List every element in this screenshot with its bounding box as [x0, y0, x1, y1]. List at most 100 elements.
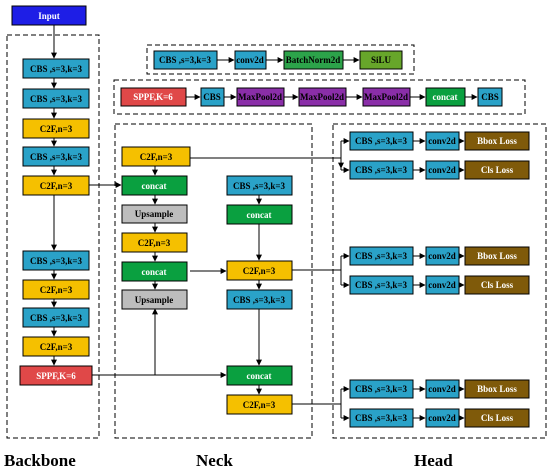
svg-text:Cls Loss: Cls Loss [481, 413, 514, 423]
head3-conv2d-block-a: conv2d [425, 379, 460, 399]
svg-text:CBS ,s=3,k=3: CBS ,s=3,k=3 [233, 295, 286, 305]
svg-text:SPPF,K=6: SPPF,K=6 [133, 92, 173, 102]
head1-cbs-block-a: CBS ,s=3,k=3 [349, 131, 414, 151]
head1-conv2d-block-a: conv2d [425, 131, 460, 151]
backbone-cbs-block-3: CBS ,s=3,k=3 [22, 146, 90, 167]
svg-text:CBS: CBS [203, 92, 221, 102]
head2-bbox-loss-block: Bbox Loss [464, 246, 530, 266]
svg-text:C2F,n=3: C2F,n=3 [40, 342, 73, 352]
neck-cbs-block-1: CBS ,s=3,k=3 [226, 175, 293, 196]
head2-cbs-block-a: CBS ,s=3,k=3 [349, 246, 414, 266]
neck-c2f-block-2: C2F,n=3 [121, 232, 188, 253]
head1-cls-loss-block: Cls Loss [464, 160, 530, 180]
head3-cbs-block-a: CBS ,s=3,k=3 [349, 379, 414, 399]
svg-text:CBS ,s=3,k=3: CBS ,s=3,k=3 [30, 152, 83, 162]
backbone-title: Backbone [4, 451, 76, 470]
svg-text:conv2d: conv2d [428, 165, 456, 175]
svg-text:CBS ,s=3,k=3: CBS ,s=3,k=3 [355, 165, 408, 175]
sppf-definition-maxpool-block-1: MaxPool2d [236, 87, 285, 107]
head1-cbs-block-b: CBS ,s=3,k=3 [349, 160, 414, 180]
svg-text:concat: concat [247, 210, 272, 220]
cbs-definition-frame [146, 44, 415, 75]
backbone-cbs-block-5: CBS ,s=3,k=3 [22, 307, 90, 328]
svg-text:MaxPool2d: MaxPool2d [300, 92, 344, 102]
sppf-definition-sppf-block: SPPF,K=6 [120, 87, 187, 107]
head-title: Head [414, 451, 453, 470]
neck-title: Neck [196, 451, 233, 470]
svg-text:C2F,n=3: C2F,n=3 [243, 266, 276, 276]
svg-text:CBS ,s=3,k=3: CBS ,s=3,k=3 [355, 280, 408, 290]
cbs-definition-cbs-block: CBS ,s=3,k=3 [153, 50, 218, 70]
sppf-definition-cbs-block-2: CBS [477, 87, 503, 107]
svg-text:CBS ,s=3,k=3: CBS ,s=3,k=3 [355, 384, 408, 394]
neck-concat-block-1: concat [121, 175, 188, 196]
backbone-cbs-block-2: CBS ,s=3,k=3 [22, 88, 90, 109]
sppf-definition-concat-block: concat [425, 87, 466, 107]
svg-text:CBS ,s=3,k=3: CBS ,s=3,k=3 [159, 55, 212, 65]
svg-text:Input: Input [38, 11, 60, 21]
svg-text:C2F,n=3: C2F,n=3 [243, 400, 276, 410]
svg-text:BatchNorm2d: BatchNorm2d [286, 55, 341, 65]
svg-text:C2F,n=3: C2F,n=3 [40, 285, 73, 295]
svg-text:concat: concat [247, 371, 272, 381]
backbone-c2f-block-2: C2F,n=3 [22, 175, 90, 196]
svg-text:CBS ,s=3,k=3: CBS ,s=3,k=3 [355, 136, 408, 146]
svg-text:SiLU: SiLU [371, 55, 392, 65]
neck-upsample-block-2: Upsample [121, 289, 188, 310]
backbone-cbs-block-4: CBS ,s=3,k=3 [22, 250, 90, 271]
svg-text:Upsample: Upsample [135, 209, 174, 219]
neck-c2f-block-3: C2F,n=3 [226, 260, 293, 281]
svg-text:concat: concat [142, 267, 167, 277]
svg-text:conv2d: conv2d [428, 384, 456, 394]
sppf-definition-maxpool-block-3: MaxPool2d [362, 87, 411, 107]
cbs-definition-conv2d-block: conv2d [234, 50, 267, 70]
neck-c2f-block-4: C2F,n=3 [226, 394, 293, 415]
svg-text:Cls Loss: Cls Loss [481, 165, 514, 175]
sppf-definition-maxpool-block-2: MaxPool2d [298, 87, 347, 107]
svg-text:Upsample: Upsample [135, 295, 174, 305]
svg-text:C2F,n=3: C2F,n=3 [140, 152, 173, 162]
backbone-c2f-block-4: C2F,n=3 [22, 336, 90, 357]
svg-text:conv2d: conv2d [428, 413, 456, 423]
neck-c2f-block-1: C2F,n=3 [121, 146, 191, 167]
backbone-cbs-block-1: CBS ,s=3,k=3 [22, 58, 90, 79]
backbone-frame [6, 34, 100, 439]
svg-text:Cls Loss: Cls Loss [481, 280, 514, 290]
head2-conv2d-block-b: conv2d [425, 275, 460, 295]
svg-text:C2F,n=3: C2F,n=3 [40, 124, 73, 134]
svg-text:CBS ,s=3,k=3: CBS ,s=3,k=3 [30, 64, 83, 74]
backbone-sppf-block: SPPF,K=6 [19, 365, 93, 386]
svg-text:CBS ,s=3,k=3: CBS ,s=3,k=3 [355, 413, 408, 423]
head2-conv2d-block-a: conv2d [425, 246, 460, 266]
cbs-definition-silu-block: SiLU [359, 50, 403, 70]
head3-cbs-block-b: CBS ,s=3,k=3 [349, 408, 414, 428]
svg-text:Bbox Loss: Bbox Loss [477, 384, 517, 394]
head1-conv2d-block-b: conv2d [425, 160, 460, 180]
svg-text:SPPF,K=6: SPPF,K=6 [36, 371, 76, 381]
svg-text:Bbox Loss: Bbox Loss [477, 251, 517, 261]
svg-text:CBS ,s=3,k=3: CBS ,s=3,k=3 [30, 94, 83, 104]
neck-frame [114, 123, 313, 439]
svg-text:CBS ,s=3,k=3: CBS ,s=3,k=3 [233, 181, 286, 191]
cbs-definition-batchnorm-block: BatchNorm2d [283, 50, 344, 70]
svg-text:concat: concat [142, 181, 167, 191]
head3-conv2d-block-b: conv2d [425, 408, 460, 428]
neck-concat-block-2: concat [121, 261, 188, 282]
head2-cls-loss-block: Cls Loss [464, 275, 530, 295]
head2-cbs-block-b: CBS ,s=3,k=3 [349, 275, 414, 295]
sppf-definition-cbs-block-1: CBS [200, 87, 225, 107]
head3-bbox-loss-block: Bbox Loss [464, 379, 530, 399]
svg-text:concat: concat [433, 92, 458, 102]
backbone-c2f-block-1: C2F,n=3 [22, 118, 90, 139]
input-block: Input [11, 5, 87, 26]
svg-text:C2F,n=3: C2F,n=3 [138, 238, 171, 248]
neck-concat-block-4: concat [226, 365, 293, 386]
svg-text:CBS: CBS [481, 92, 499, 102]
svg-text:MaxPool2d: MaxPool2d [238, 92, 282, 102]
svg-text:CBS ,s=3,k=3: CBS ,s=3,k=3 [30, 313, 83, 323]
head1-bbox-loss-block: Bbox Loss [464, 131, 530, 151]
head-frame [332, 123, 547, 439]
svg-text:C2F,n=3: C2F,n=3 [40, 181, 73, 191]
svg-text:CBS ,s=3,k=3: CBS ,s=3,k=3 [355, 251, 408, 261]
